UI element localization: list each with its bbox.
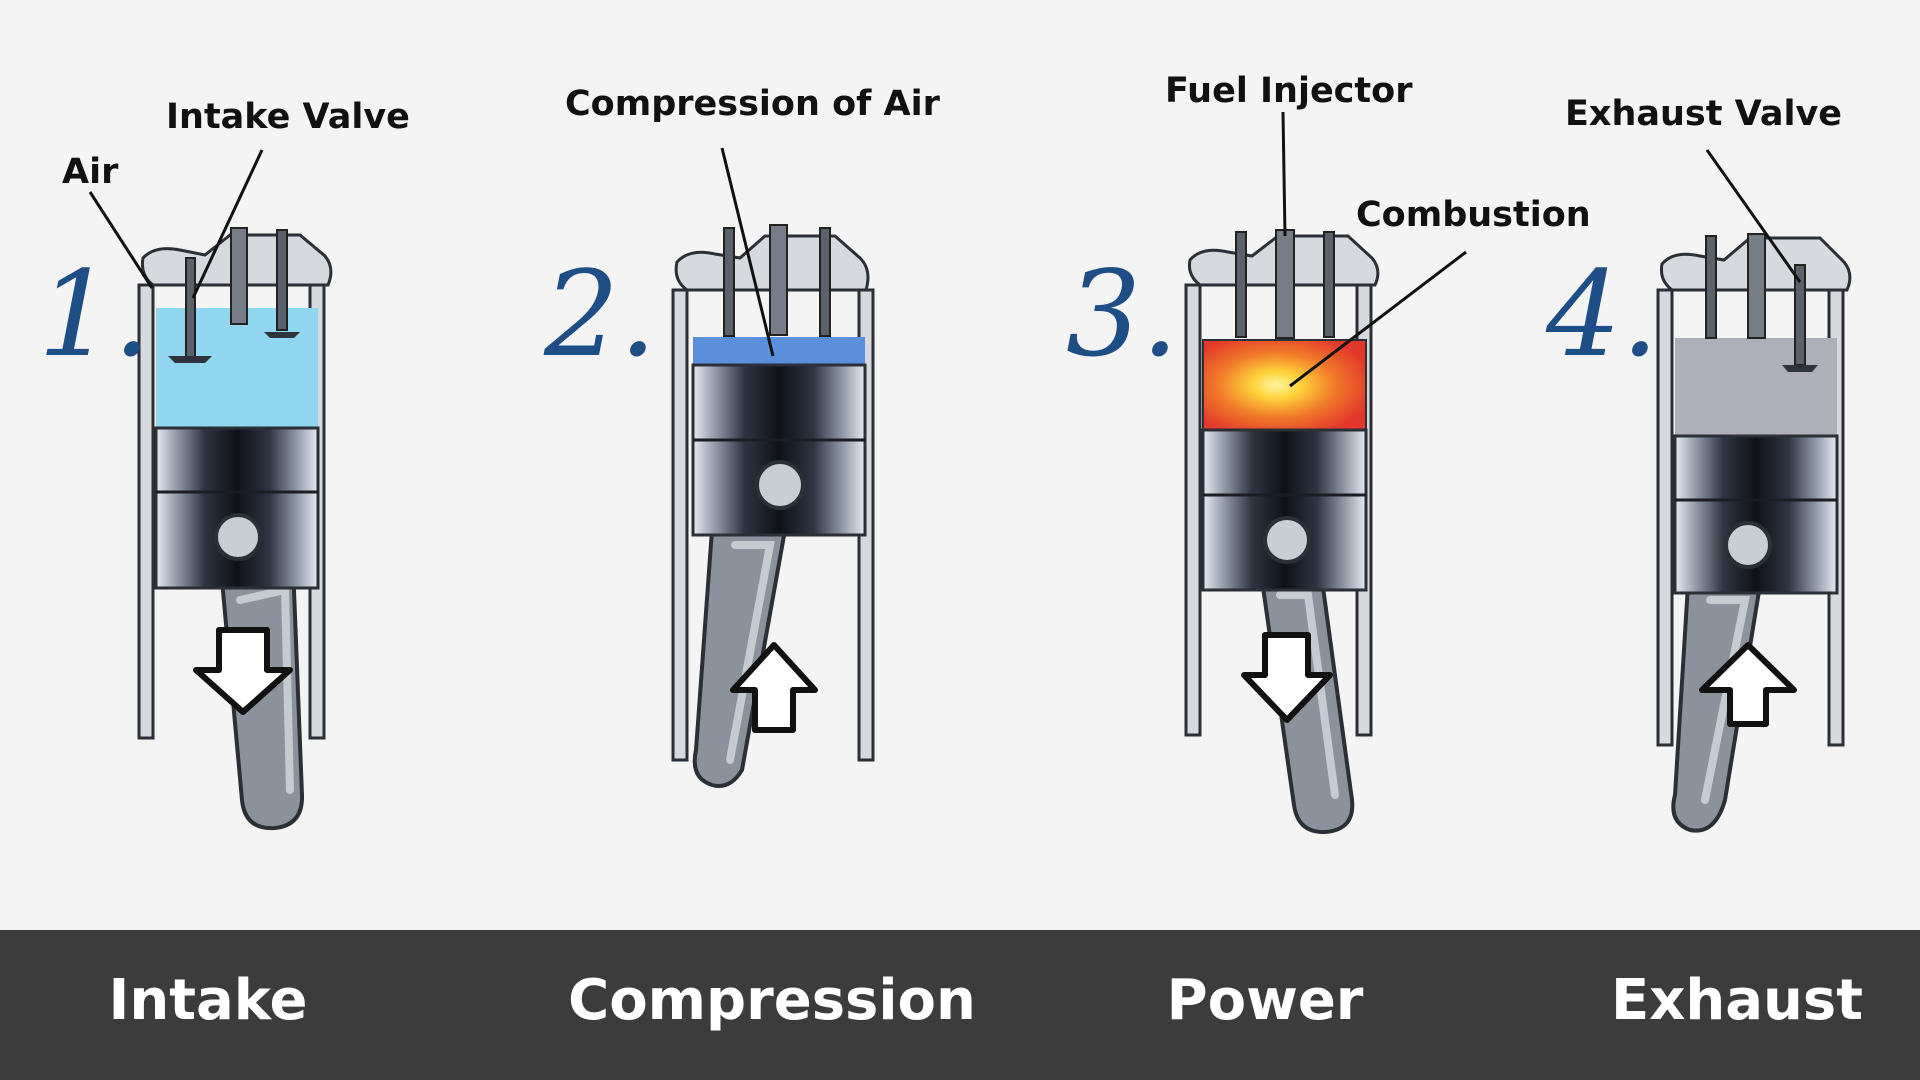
combustion-chamber-fire <box>1202 339 1367 431</box>
stage-4-number: 4. <box>1546 245 1659 383</box>
piston <box>154 426 320 590</box>
intake-valve <box>185 257 196 359</box>
stage-4-exhaust-cylinder <box>1656 149 1852 833</box>
piston <box>1201 428 1368 592</box>
stage-1-number: 1. <box>38 245 151 383</box>
piston-direction-arrow-down <box>1241 632 1333 723</box>
stage-3-number: 3. <box>1066 245 1179 383</box>
piston-direction-arrow-up <box>1699 642 1797 727</box>
fuel-injector <box>769 224 788 336</box>
fuel-injector <box>1275 229 1295 339</box>
label-air: Air <box>62 152 119 192</box>
four-stroke-engine-diagram <box>88 111 1852 835</box>
piston-pin <box>1724 521 1772 569</box>
cylinder-wall-left <box>1656 288 1674 747</box>
piston-pin <box>214 513 262 561</box>
stage-2-compression-cylinder <box>671 147 875 788</box>
combustion-chamber-compressed-air <box>693 337 865 365</box>
piston <box>1673 434 1839 595</box>
piston-pin <box>1263 516 1311 564</box>
stage-3-power-cylinder <box>1184 111 1467 835</box>
label-exhaust-valve: Exhaust Valve <box>1565 94 1843 134</box>
stage-name-intake: Intake <box>108 968 308 1033</box>
combustion-chamber-air <box>156 308 318 428</box>
label-line-fuel-injector <box>1281 111 1287 237</box>
fuel-injector <box>230 227 248 325</box>
stage-name-bar: Intake Compression Power Exhaust <box>0 930 1920 1080</box>
intake-valve <box>723 227 735 337</box>
fuel-injector <box>1747 233 1766 339</box>
stage-name-power: Power <box>1166 968 1364 1033</box>
intake-valve <box>1705 235 1717 339</box>
label-line-combustion <box>1289 250 1467 388</box>
cylinder-wall-left <box>671 288 689 762</box>
piston-direction-arrow-up <box>730 642 818 733</box>
exhaust-valve <box>276 229 288 331</box>
label-line-intake-valve <box>191 149 264 299</box>
piston-direction-arrow-down <box>193 627 293 715</box>
label-intake-valve: Intake Valve <box>166 97 410 137</box>
stage-name-compression: Compression <box>568 968 976 1033</box>
label-line-air <box>88 191 154 289</box>
cylinder-wall-left <box>137 283 155 740</box>
label-compression-of-air: Compression of Air <box>565 84 940 124</box>
label-fuel-injector: Fuel Injector <box>1165 71 1413 111</box>
exhaust-valve <box>1323 231 1335 338</box>
label-line-compression <box>720 147 775 357</box>
exhaust-valve <box>819 227 831 337</box>
label-line-exhaust-valve <box>1705 149 1802 283</box>
intake-valve <box>1235 231 1247 338</box>
stage-1-intake-cylinder <box>88 149 333 831</box>
piston-pin <box>755 460 805 510</box>
cylinder-wall-left <box>1184 283 1202 737</box>
stage-2-number: 2. <box>544 245 657 383</box>
label-combustion: Combustion <box>1356 195 1591 235</box>
combustion-chamber-exhaust <box>1675 338 1837 436</box>
stage-name-exhaust: Exhaust <box>1611 968 1863 1033</box>
